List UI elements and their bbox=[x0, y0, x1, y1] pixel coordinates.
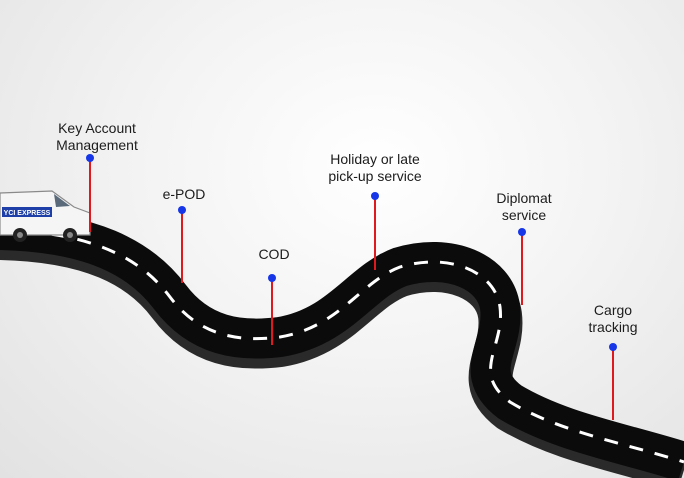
milestone-holiday-line2: pick-up service bbox=[328, 168, 422, 184]
pin-epod bbox=[178, 206, 186, 283]
milestone-label-cargo: Cargo tracking bbox=[588, 302, 637, 336]
milestone-cod-line1: COD bbox=[258, 246, 290, 262]
van-brand-text: YCI EXPRESS bbox=[4, 210, 51, 217]
lane-marking bbox=[0, 228, 684, 464]
pin-diplomat bbox=[518, 228, 526, 305]
pin-cargo bbox=[609, 343, 617, 420]
milestone-label-epod: e-POD bbox=[163, 186, 206, 203]
milestone-key-account-line2: Management bbox=[56, 137, 138, 153]
road-surface bbox=[0, 210, 684, 478]
milestone-label-cod: COD bbox=[258, 246, 289, 263]
milestone-diplomat-line2: service bbox=[501, 207, 547, 223]
milestone-label-key-account: Key Account Management bbox=[56, 120, 138, 154]
delivery-van-icon: YCI EXPRESS bbox=[0, 190, 91, 242]
pin-cod bbox=[268, 274, 276, 345]
pin-key-account bbox=[86, 154, 94, 232]
milestone-diplomat-line1: Diplomat bbox=[496, 190, 552, 206]
milestone-label-diplomat: Diplomat service bbox=[496, 190, 551, 224]
milestone-holiday-line1: Holiday or late bbox=[330, 151, 420, 167]
milestone-epod-line1: e-POD bbox=[162, 186, 206, 202]
milestone-key-account-line1: Key Account bbox=[58, 120, 136, 136]
milestone-cargo-line2: tracking bbox=[588, 319, 638, 335]
milestone-cargo-line1: Cargo bbox=[593, 302, 633, 318]
milestone-label-holiday: Holiday or late pick-up service bbox=[328, 151, 421, 185]
pin-holiday bbox=[371, 192, 379, 270]
